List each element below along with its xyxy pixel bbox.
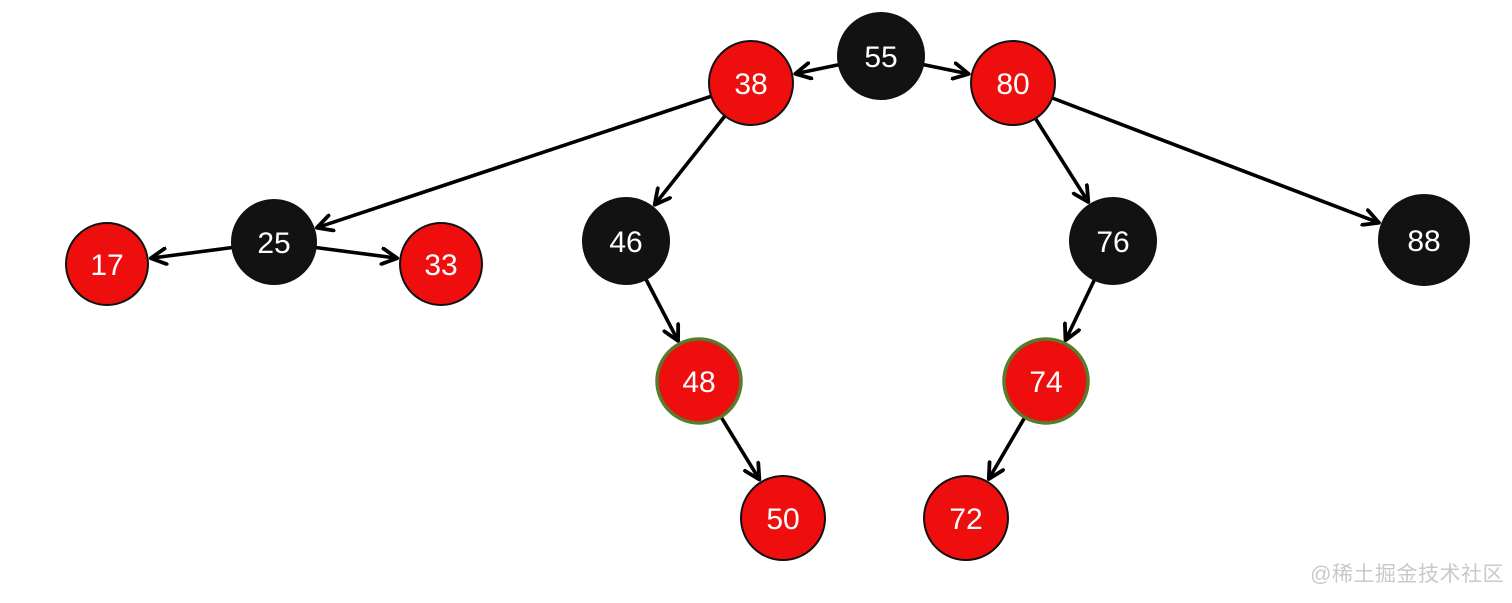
tree-node-88: 88 (1378, 194, 1470, 286)
node-circle-50 (740, 475, 826, 561)
node-circle-46 (582, 197, 670, 285)
edge-76-74 (1066, 278, 1097, 340)
edge-48-50 (718, 415, 759, 479)
edge-80-76 (1033, 116, 1088, 202)
node-circle-76 (1069, 197, 1157, 285)
tree-node-25: 25 (231, 199, 317, 285)
node-label-74: 74 (1029, 366, 1062, 399)
node-label-88: 88 (1407, 225, 1440, 258)
node-circle-17 (65, 222, 149, 306)
tree-edges (152, 64, 1379, 478)
tree-node-50: 50 (740, 475, 826, 561)
edge-38-25 (318, 94, 713, 227)
edge-38-46 (655, 114, 727, 204)
node-label-55: 55 (864, 41, 897, 74)
tree-node-74: 74 (1002, 337, 1090, 425)
tree-node-72: 72 (923, 475, 1009, 561)
edge-25-17 (152, 245, 234, 258)
node-label-46: 46 (609, 226, 642, 259)
tree-node-17: 17 (65, 222, 149, 306)
tree-nodes: 55 38 80 25 17 33 46 48 50 76 74 72 88 (65, 12, 1470, 561)
node-label-33: 33 (424, 249, 457, 282)
node-circle-72 (923, 475, 1009, 561)
node-label-17: 17 (90, 249, 123, 282)
edge-46-48 (643, 277, 677, 340)
edge-25-33 (314, 245, 397, 258)
tree-node-80: 80 (970, 40, 1056, 126)
node-label-25: 25 (257, 227, 290, 260)
tree-node-46: 46 (582, 197, 670, 285)
edge-55-38 (796, 65, 841, 74)
watermark-text: @稀土掘金技术社区 (1310, 563, 1504, 586)
tree-node-38: 38 (708, 40, 794, 126)
node-circle-74 (1002, 337, 1090, 425)
edge-80-88 (1050, 95, 1378, 223)
node-circle-25 (231, 199, 317, 285)
node-circle-38 (708, 40, 794, 126)
tree-node-48: 48 (655, 337, 743, 425)
node-label-38: 38 (734, 68, 767, 101)
node-circle-55 (837, 12, 925, 100)
edge-74-72 (989, 415, 1027, 478)
node-label-80: 80 (996, 68, 1029, 101)
node-circle-48 (655, 337, 743, 425)
edge-55-80 (921, 64, 968, 73)
tree-node-76: 76 (1069, 197, 1157, 285)
tree-node-33: 33 (399, 222, 483, 306)
node-label-48: 48 (682, 366, 715, 399)
node-label-50: 50 (766, 503, 799, 536)
node-circle-33 (399, 222, 483, 306)
tree-node-55: 55 (837, 12, 925, 100)
node-circle-80 (970, 40, 1056, 126)
node-label-76: 76 (1096, 226, 1129, 259)
node-circle-88 (1378, 194, 1470, 286)
node-label-72: 72 (949, 503, 982, 536)
